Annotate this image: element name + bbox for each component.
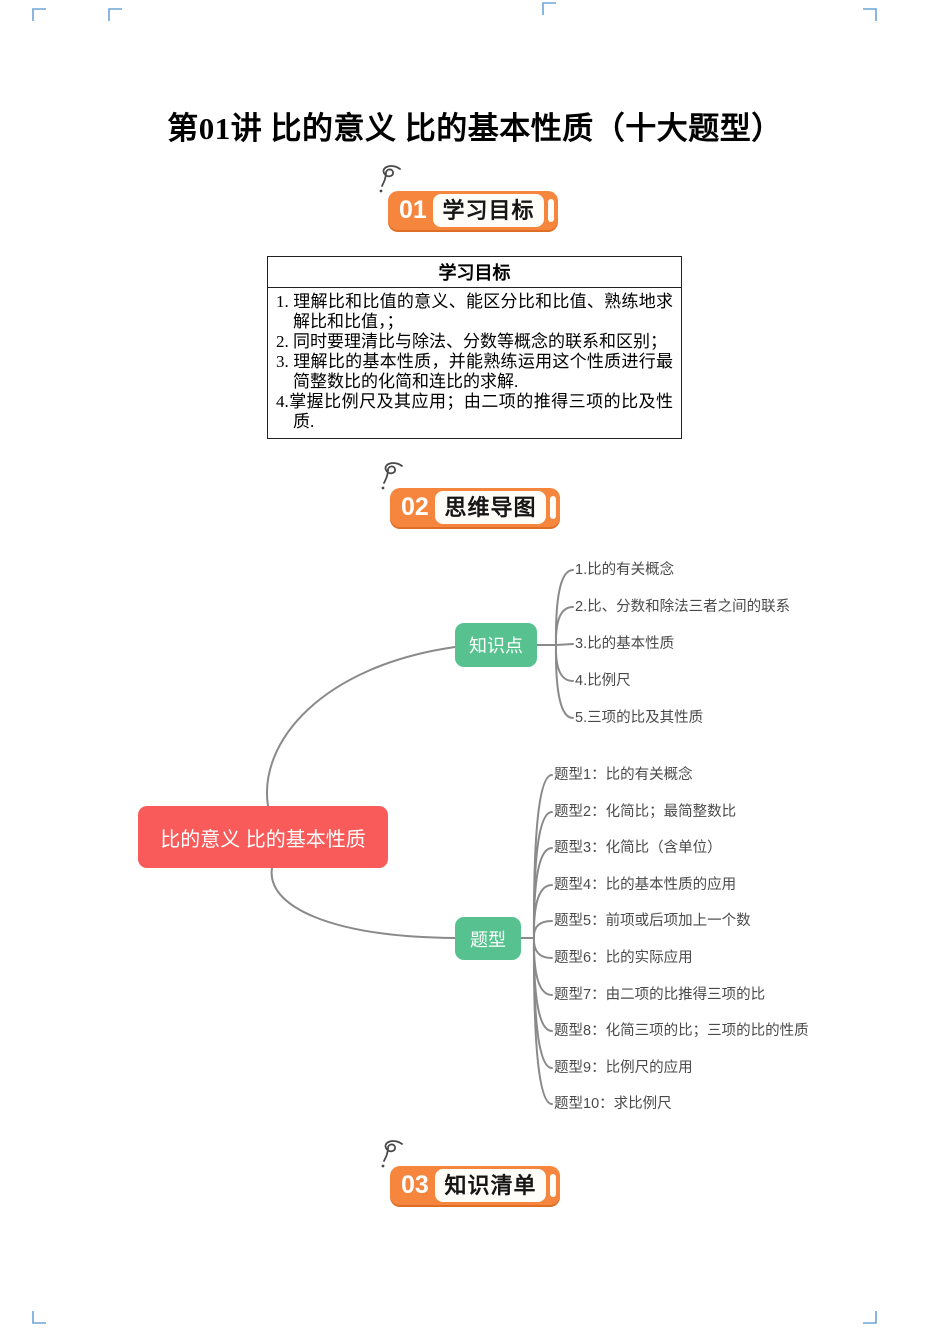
mindmap-type-item: 题型3：化简比（含单位） [554, 840, 722, 856]
objectives-table: 学习目标 1. 理解比和比值的意义、能区分比和比值、熟练地求解比和比值，； 2.… [267, 256, 682, 439]
mindmap-knowledge-item: 2.比、分数和除法三者之间的联系 [575, 599, 791, 615]
section-badge-02: 02 思维导图 [381, 462, 560, 527]
mindmap-type-item: 题型4：比的基本性质的应用 [554, 877, 737, 893]
mindmap-type-item: 题型8：化简三项的比；三项的比的性质 [554, 1023, 809, 1039]
mindmap-knowledge-item: 4.比例尺 [575, 673, 631, 689]
objectives-body: 1. 理解比和比值的意义、能区分比和比值、熟练地求解比和比值，； 2. 同时要理… [267, 287, 682, 439]
squiggle-icon [381, 1140, 403, 1168]
objective-item: 4.掌握比例尺及其应用；由二项的推得三项的比及性质. [276, 392, 673, 431]
objective-item: 3. 理解比的基本性质，并能熟练运用这个性质进行最简整数比的化简和连比的求解. [276, 352, 673, 391]
squiggle-icon [381, 462, 403, 490]
badge-notch [550, 1174, 556, 1197]
mindmap-knowledge-item: 5.三项的比及其性质 [575, 710, 704, 726]
mindmap-type-item: 题型5：前项或后项加上一个数 [554, 913, 751, 929]
mindmap-root-node: 比的意义 比的基本性质 [138, 806, 388, 868]
badge-notch [548, 199, 554, 222]
mindmap-knowledge-item: 1.比的有关概念 [575, 562, 675, 578]
mindmap-type-item: 题型1：比的有关概念 [554, 767, 693, 783]
mindmap-type-item: 题型2：化简比；最简整数比 [554, 804, 737, 820]
mindmap-type-item: 题型9：比例尺的应用 [554, 1060, 693, 1076]
mindmap-types-node: 题型 [455, 917, 521, 960]
objective-item: 2. 同时要理清比与除法、分数等概念的联系和区别； [276, 332, 667, 351]
mindmap-knowledge-node: 知识点 [455, 623, 537, 667]
mindmap-knowledge-item: 3.比的基本性质 [575, 636, 675, 652]
section-badge-01: 01 学习目标 [379, 165, 558, 230]
section-number: 01 [399, 196, 427, 224]
squiggle-icon [379, 165, 401, 193]
page-title: 第01讲 比的意义 比的基本性质（十大题型） [167, 111, 783, 146]
section-label: 学习目标 [433, 194, 544, 227]
section-number: 03 [401, 1171, 429, 1199]
objectives-header: 学习目标 [267, 256, 682, 288]
section-label: 知识清单 [435, 1169, 546, 1202]
section-label: 思维导图 [435, 491, 546, 524]
badge-notch [550, 496, 556, 519]
objective-item: 1. 理解比和比值的意义、能区分比和比值、熟练地求解比和比值，； [276, 292, 673, 331]
mindmap-type-item: 题型6：比的实际应用 [554, 950, 693, 966]
section-badge-03: 03 知识清单 [381, 1140, 560, 1205]
mindmap-type-item: 题型10：求比例尺 [554, 1096, 672, 1112]
section-number: 02 [401, 493, 429, 521]
mindmap-type-item: 题型7：由二项的比推得三项的比 [554, 987, 766, 1003]
